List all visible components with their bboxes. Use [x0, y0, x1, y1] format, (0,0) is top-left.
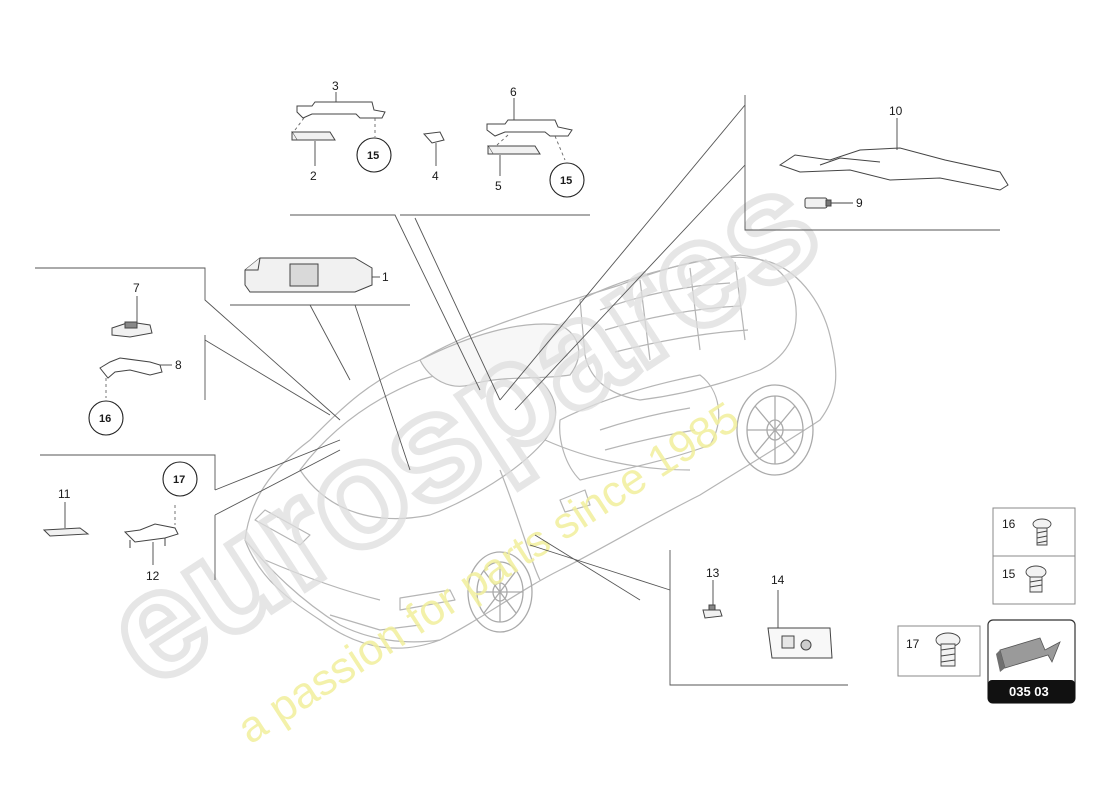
- legend-item-16: 16: [1002, 517, 1052, 546]
- label-1: 1: [372, 270, 389, 284]
- svg-text:15: 15: [367, 150, 379, 162]
- legend-item-15: 15: [1002, 565, 1047, 593]
- label-8: 8: [160, 358, 182, 372]
- part-14-plate: [767, 627, 833, 659]
- front-wheel: [467, 551, 533, 633]
- svg-text:5: 5: [495, 179, 502, 193]
- screw-17-icon: [935, 632, 961, 667]
- part-12-bracket: [123, 523, 179, 548]
- label-4: 4: [432, 143, 439, 183]
- svg-text:1: 1: [382, 270, 389, 284]
- svg-text:15: 15: [1002, 567, 1016, 581]
- svg-text:13: 13: [706, 566, 720, 580]
- circle-ref-17: 17: [162, 461, 198, 497]
- svg-text:17: 17: [906, 637, 920, 651]
- svg-text:6: 6: [510, 85, 517, 99]
- part-2-module: [291, 131, 336, 141]
- svg-text:12: 12: [146, 569, 160, 583]
- part-7-sensor: [111, 321, 153, 338]
- circle-ref-15-b: 15: [549, 162, 585, 198]
- circled-refs: 15 15 16 17: [88, 137, 585, 497]
- svg-text:14: 14: [771, 573, 785, 587]
- svg-text:7: 7: [133, 281, 140, 295]
- label-5: 5: [495, 155, 502, 193]
- svg-text:9: 9: [856, 196, 863, 210]
- circle-ref-15-a: 15: [356, 137, 392, 173]
- legend-item-17: 17: [906, 632, 961, 667]
- arrow-icon: [996, 637, 1061, 672]
- svg-text:16: 16: [1002, 517, 1016, 531]
- label-2: 2: [310, 141, 317, 183]
- part-10-frame: [778, 147, 1009, 191]
- label-11: 11: [58, 487, 71, 528]
- part-3-bracket: [296, 101, 386, 119]
- svg-text:3: 3: [332, 79, 339, 93]
- part-13-clip: [702, 604, 723, 619]
- label-6: 6: [510, 85, 517, 120]
- part-8-bracket: [99, 357, 163, 379]
- component-drawings: [42, 101, 1009, 659]
- svg-text:8: 8: [175, 358, 182, 372]
- part-5-module: [487, 145, 541, 155]
- label-7: 7: [133, 281, 140, 322]
- watermark: eurospares a passion for parts since 198…: [72, 132, 849, 753]
- label-10: 10: [889, 104, 903, 150]
- page-ref-number: 035 03: [1009, 684, 1049, 699]
- label-12: 12: [146, 542, 160, 583]
- part-11-module: [42, 527, 90, 537]
- rear-wheel: [736, 384, 814, 476]
- part-labels: 1 2 3 4 5 6 7 8 9 10 11 12 13 14: [58, 79, 903, 628]
- svg-text:2: 2: [310, 169, 317, 183]
- svg-text:17: 17: [173, 474, 185, 486]
- fastener-legend: 16 15 17: [897, 507, 1076, 677]
- svg-text:10: 10: [889, 104, 903, 118]
- part-9-sensor: [804, 197, 832, 209]
- dashed-connectors: [105, 117, 566, 525]
- screw-15-icon: [1025, 565, 1047, 593]
- screw-16-icon: [1032, 518, 1052, 546]
- part-1-control-unit: [244, 257, 373, 293]
- label-14: 14: [771, 573, 785, 628]
- circle-ref-16: 16: [88, 400, 124, 436]
- svg-text:11: 11: [58, 487, 71, 501]
- leader-lines: [35, 95, 1000, 686]
- svg-text:4: 4: [432, 169, 439, 183]
- label-9: 9: [831, 196, 863, 210]
- label-13: 13: [706, 566, 720, 605]
- part-4-clip: [422, 131, 445, 144]
- svg-text:16: 16: [99, 413, 111, 425]
- car-outline: [244, 254, 837, 649]
- svg-text:15: 15: [560, 175, 572, 187]
- label-3: 3: [332, 79, 339, 102]
- part-6-bracket: [486, 119, 573, 137]
- page-reference-box: 035 03: [987, 619, 1076, 704]
